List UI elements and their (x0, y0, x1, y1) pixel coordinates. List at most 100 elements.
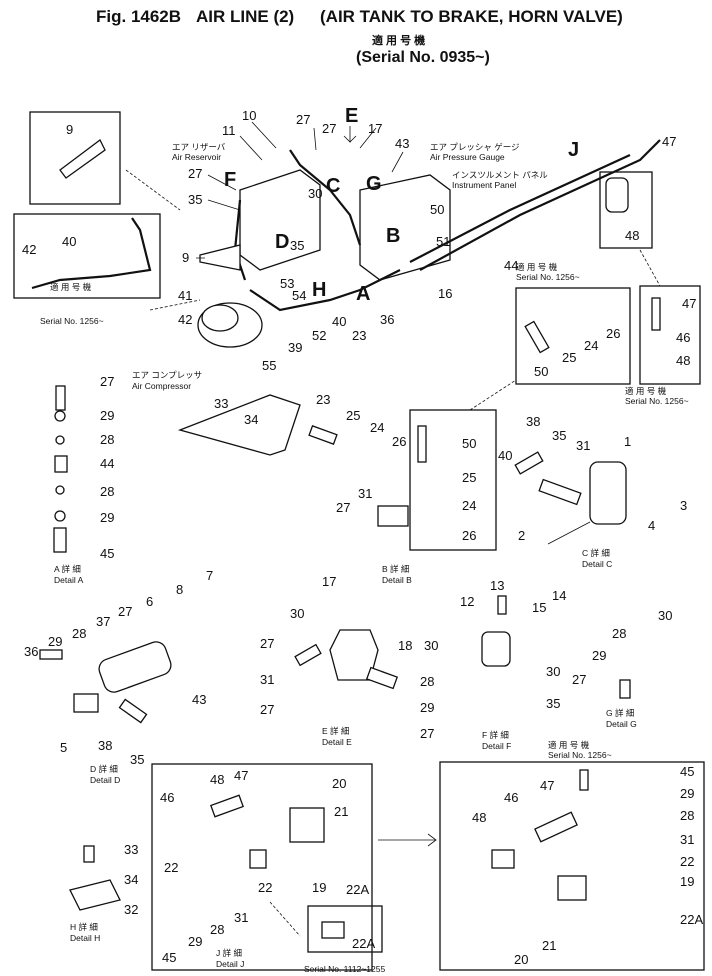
pn-b-51: 50 (462, 436, 476, 451)
hose-41 (31, 217, 152, 290)
f-part-12 (481, 631, 511, 667)
serial-jp: 適 用 号 機 (372, 33, 425, 47)
pn-28b: 27 (322, 121, 336, 136)
pn-j-46: 45 (162, 950, 176, 965)
serial-1256-b: Serial No. 1256~ (40, 316, 104, 326)
a-part-28 (55, 385, 66, 411)
pn-c-39: 38 (526, 414, 540, 429)
detail-letter-e: E (345, 105, 358, 127)
arrow-hose-inset (149, 299, 201, 311)
pn-d-30: 29 (48, 634, 62, 649)
detail-letter-b: B (386, 225, 400, 247)
pn-d-6: 6 (146, 594, 153, 609)
pn-c-2: 2 (518, 528, 525, 543)
e-part-18 (365, 666, 399, 690)
serial-1256-jp-d: 適 用 号 機 (548, 740, 590, 750)
pn-e-28: 27 (260, 636, 274, 651)
pn-b-26: 25 (346, 408, 360, 423)
pn-j-29: 28 (210, 922, 224, 937)
pn-56: 55 (262, 358, 276, 373)
detail-j-1256-box (439, 761, 705, 971)
detail-j-label: Detail J (216, 959, 244, 969)
pn-48: 47 (662, 134, 676, 149)
a-part-46 (53, 527, 67, 553)
pn-c-4: 4 (648, 518, 655, 533)
main-air-pipe-2 (409, 154, 631, 263)
inset-51-box (515, 287, 631, 385)
d-part-37 (39, 649, 63, 660)
pn-a-46: 45 (100, 546, 114, 561)
detail-h: 33 34 32 H 詳 細 Detail H (69, 842, 138, 943)
detail-c: 1 38 35 31 40 3 4 2 C 詳 細 Detail C (498, 414, 687, 569)
pn-b-26b: 25 (462, 470, 476, 485)
e-part-28 (294, 643, 322, 667)
inset-detail-48: 47 46 48 適 用 号 機 Serial No. 1256~ (625, 285, 701, 406)
arrow-51-inset (469, 379, 517, 411)
pn-31: 30 (308, 186, 322, 201)
pn-j-22a: 22A (352, 936, 375, 951)
fig-title: AIR LINE (2) (196, 7, 294, 26)
pn-f-12: 12 (460, 594, 474, 609)
pn-d-44: 43 (192, 692, 206, 707)
pn-a-30: 29 (100, 408, 114, 423)
pn-b-25: 24 (370, 420, 384, 435)
pn-51-inset: 50 (534, 364, 548, 379)
pn-a-28: 27 (100, 374, 114, 389)
arrow-to-1256 (378, 833, 437, 847)
pn-42: 41 (178, 288, 192, 303)
detail-f: 13 12 15 14 30 30 28 29 35 27 F 詳 細 Deta… (420, 578, 566, 751)
pn-26-inset: 25 (562, 350, 576, 365)
inset-hose-box (13, 213, 161, 299)
pn-b-27: 26 (392, 434, 406, 449)
detail-letter-g: G (366, 173, 382, 195)
pn-j2-50: 48 (472, 810, 486, 825)
pn-d-38: 37 (96, 614, 110, 629)
j-part-22 (249, 849, 267, 869)
pn-c-3: 3 (680, 498, 687, 513)
inset-48-pipe (651, 297, 661, 331)
pn-35: 34 (244, 412, 258, 427)
inset-horn: 9 適 用 号 機 (29, 111, 121, 292)
air-tank-50-shape (605, 177, 629, 213)
detail-f-jp: F 詳 細 (482, 730, 509, 740)
detail-d-jp: D 詳 細 (90, 764, 118, 774)
pn-f-14: 14 (552, 588, 566, 603)
f-part-13 (497, 595, 507, 615)
pn-a-29b: 28 (100, 484, 114, 499)
pn-50-inset: 48 (676, 353, 690, 368)
detail-22a-box (307, 905, 383, 953)
pn-24: 23 (352, 328, 366, 343)
main-assembly: E F G C D B H A J エア リザーバ Air Reservoir … (132, 105, 676, 456)
serial-1256-jp-c: 適 用 号 機 (625, 386, 667, 396)
detail-b-box (409, 409, 497, 551)
main-air-pipe (419, 139, 661, 271)
inset-horn-shape (59, 139, 106, 179)
pn-b-27b: 26 (462, 528, 476, 543)
pn-e-32: 31 (260, 672, 274, 687)
pn-a-45: 44 (100, 456, 114, 471)
pn-36b: 35 (290, 238, 304, 253)
c-part-41 (514, 451, 544, 475)
pn-50: 48 (625, 228, 639, 243)
pn-37: 36 (380, 312, 394, 327)
detail-j: 48 47 46 20 21 22 22 19 22A 45 29 28 31 … (151, 763, 385, 974)
pn-j2-46: 45 (680, 764, 694, 779)
inset-hose: 42 40 Serial No. 1256~ (13, 213, 161, 326)
pn-41-inset: 40 (62, 234, 76, 249)
b-part-24 (308, 425, 338, 445)
detail-b-jp: B 詳 細 (382, 564, 409, 574)
detail-letter-c: C (326, 175, 340, 197)
pn-g-30: 29 (592, 648, 606, 663)
pn-h-35: 34 (124, 872, 138, 887)
serial-1256-c: Serial No. 1256~ (625, 396, 689, 406)
main-part-numbers: 10 11 27 27 17 43 27 35 30 9 35 53 54 40… (178, 108, 676, 427)
detail-letter-a: A (356, 283, 370, 305)
pn-j2-47: 46 (504, 790, 518, 805)
leaders-main-left (196, 174, 241, 259)
a-part-30b (54, 510, 66, 522)
pn-f-28: 27 (420, 726, 434, 741)
fig-subtitle: (AIR TANK TO BRAKE, HORN VALVE) (320, 7, 623, 26)
pn-d-39: 38 (98, 738, 112, 753)
